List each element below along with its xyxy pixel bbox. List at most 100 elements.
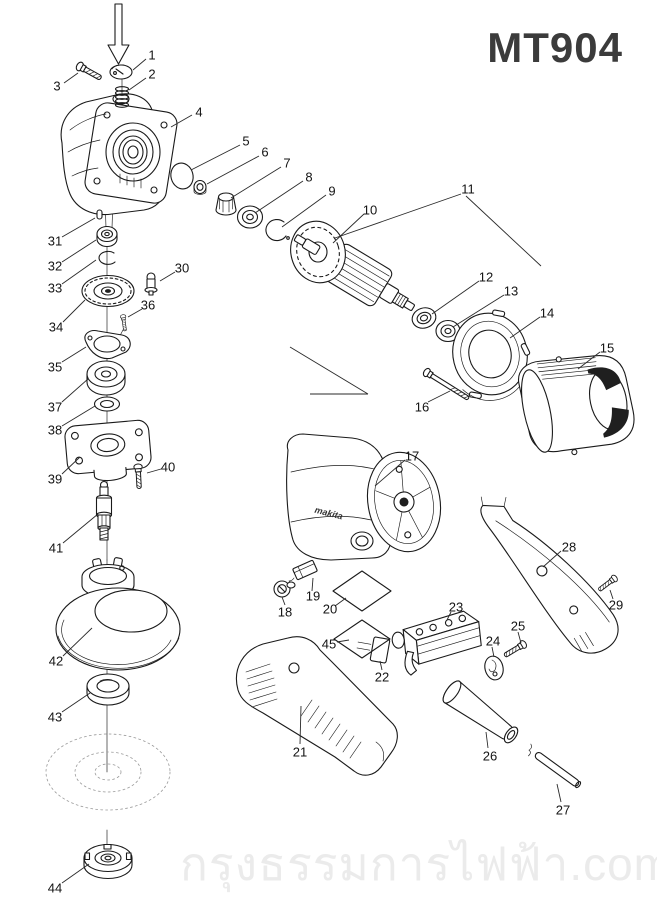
part-label-19: 19 bbox=[305, 588, 321, 604]
part-label-20: 20 bbox=[322, 601, 338, 617]
part-label-45: 45 bbox=[321, 636, 337, 652]
part-label-7: 7 bbox=[283, 155, 291, 171]
part-37-bearing bbox=[86, 360, 126, 396]
leader-line bbox=[452, 294, 505, 328]
part-label-21: 21 bbox=[292, 744, 308, 760]
part-label-25: 25 bbox=[510, 618, 526, 634]
part-26-cord-guard bbox=[442, 680, 519, 744]
part-label-33: 33 bbox=[47, 280, 63, 296]
leader-line bbox=[485, 731, 489, 749]
part-label-9: 9 bbox=[328, 183, 336, 199]
leader-line bbox=[332, 213, 365, 244]
leader-line bbox=[577, 351, 601, 370]
leader-line bbox=[61, 378, 89, 403]
part-label-40: 40 bbox=[160, 459, 176, 475]
part-8-ball-bearing bbox=[236, 205, 264, 229]
part-label-31: 31 bbox=[47, 233, 63, 249]
leader-line bbox=[491, 646, 495, 658]
part-13-ball-bearing bbox=[435, 319, 461, 343]
part-label-36: 36 bbox=[140, 297, 156, 313]
leader-line bbox=[542, 550, 562, 568]
part-label-26: 26 bbox=[482, 748, 498, 764]
leader-line bbox=[556, 783, 562, 803]
part-label-42: 42 bbox=[48, 653, 64, 669]
part-label-14: 14 bbox=[539, 305, 555, 321]
leader-line bbox=[61, 692, 91, 713]
part-2-spring bbox=[114, 86, 130, 108]
part-10-armature bbox=[290, 220, 415, 311]
part-9-retaining-ring bbox=[265, 219, 290, 242]
leader-line bbox=[128, 77, 147, 91]
leader-line bbox=[62, 299, 86, 323]
part-label-37: 37 bbox=[47, 399, 63, 415]
leader-line bbox=[254, 180, 304, 214]
leader-line bbox=[170, 114, 193, 128]
part-45-insulation-sheet bbox=[333, 619, 391, 659]
part-label-18: 18 bbox=[277, 604, 293, 620]
leader-line bbox=[379, 660, 383, 671]
part-label-23: 23 bbox=[448, 599, 464, 615]
part-label-6: 6 bbox=[261, 144, 269, 160]
part-1-shaft-lock-button bbox=[109, 64, 133, 80]
part-label-16: 16 bbox=[414, 399, 430, 415]
part-label-32: 32 bbox=[47, 258, 63, 274]
part-6-nut bbox=[193, 179, 207, 195]
part-label-10: 10 bbox=[362, 202, 378, 218]
part-label-17: 17 bbox=[404, 448, 420, 464]
leader-line bbox=[63, 72, 79, 84]
part-31-pin bbox=[96, 209, 103, 220]
leader-line bbox=[299, 705, 302, 745]
leader-line bbox=[281, 194, 327, 228]
part-24-lever-plate bbox=[484, 655, 504, 681]
part-label-22: 22 bbox=[374, 669, 390, 685]
part-label-41: 41 bbox=[48, 540, 64, 556]
leader-line bbox=[206, 155, 260, 185]
leader-line bbox=[190, 144, 241, 171]
part-19-carbon-brush bbox=[286, 559, 318, 589]
leader-line bbox=[61, 863, 90, 884]
leader-line bbox=[230, 166, 282, 199]
leader-line bbox=[132, 58, 147, 71]
leader-line bbox=[61, 239, 97, 263]
leader-line bbox=[61, 259, 97, 285]
part-label-29: 29 bbox=[608, 597, 624, 613]
part-42-wheel-guard bbox=[55, 557, 181, 671]
leader-line bbox=[517, 631, 522, 644]
part-33-ring bbox=[98, 250, 116, 265]
leader-line bbox=[61, 346, 87, 363]
part-44-lock-nut bbox=[83, 843, 133, 880]
part-label-12: 12 bbox=[478, 269, 494, 285]
part-7-pinion-gear bbox=[215, 192, 237, 216]
leader-line bbox=[609, 589, 614, 600]
leader-line bbox=[311, 577, 314, 592]
part-label-24: 24 bbox=[485, 633, 501, 649]
leader-line bbox=[62, 627, 93, 657]
leader-line bbox=[509, 316, 541, 339]
part-38-washer bbox=[93, 396, 121, 412]
part-12-washer bbox=[411, 307, 437, 329]
part-label-38: 38 bbox=[47, 422, 63, 438]
part-label-39: 39 bbox=[47, 471, 63, 487]
leader-line bbox=[127, 308, 143, 318]
leader-line bbox=[374, 459, 406, 487]
part-label-44: 44 bbox=[47, 880, 63, 896]
part-label-15: 15 bbox=[599, 340, 615, 356]
part-43-inner-flange bbox=[86, 673, 130, 706]
part-label-43: 43 bbox=[47, 709, 63, 725]
part-label-3: 3 bbox=[53, 78, 61, 94]
red-pointer-arrow bbox=[107, 3, 130, 65]
part-35-lock-plate bbox=[84, 330, 131, 360]
leader-line bbox=[465, 195, 542, 267]
part-label-1: 1 bbox=[148, 47, 156, 63]
part-15-field-stator bbox=[517, 355, 635, 456]
part-39-bearing-box bbox=[64, 419, 152, 482]
part-5-o-ring bbox=[170, 162, 194, 190]
watermark: กรุงธรรมการไฟฟ้า.com bbox=[180, 838, 657, 890]
part-28-handle-cover bbox=[480, 496, 619, 654]
leader-line bbox=[446, 611, 452, 621]
part-label-28: 28 bbox=[561, 539, 577, 555]
part-label-2: 2 bbox=[148, 66, 156, 82]
